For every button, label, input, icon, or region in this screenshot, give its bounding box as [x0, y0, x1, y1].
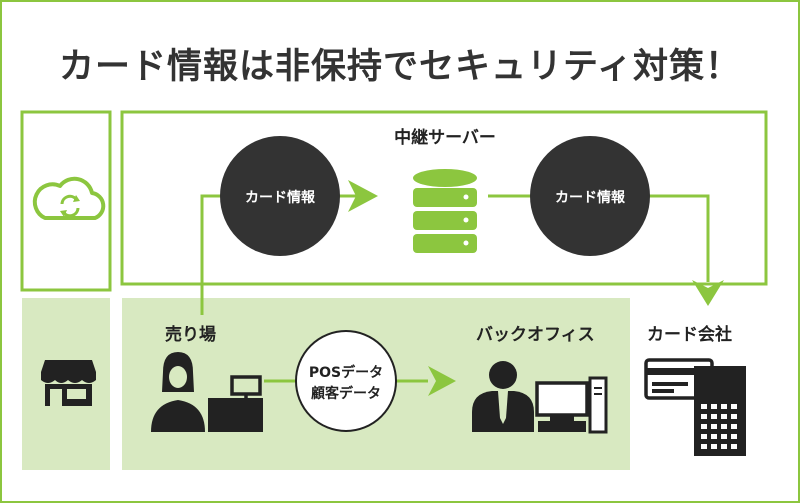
- cloud-sync-icon: [32, 176, 106, 220]
- backoffice-label: バックオフィス: [476, 325, 595, 345]
- arrow-to-server: [348, 180, 378, 212]
- arrow-to-backoffice: [428, 366, 456, 396]
- database-server-icon: [413, 169, 477, 253]
- storefront-icon: [41, 360, 96, 406]
- office-building-icon: [694, 366, 746, 456]
- card-info-circle-left: [220, 136, 340, 256]
- data-circle-line2: 顧客データ: [311, 385, 381, 402]
- data-circle-line1: POSデータ: [309, 364, 383, 381]
- cashier-icon: [151, 352, 263, 432]
- store-label: 売り場: [165, 324, 216, 345]
- card-company-label: カード会社: [647, 324, 732, 345]
- relay-server-label: 中継サーバー: [394, 127, 496, 148]
- arrow-to-card-company: [692, 280, 724, 306]
- card-info-label-left: カード情報: [245, 189, 316, 206]
- office-worker-icon: [472, 361, 608, 434]
- card-info-circle-right: [530, 136, 650, 256]
- data-circle: [295, 330, 397, 432]
- page-title: カード情報は非保持でセキュリティ対策！: [59, 47, 741, 87]
- card-info-label-right: カード情報: [555, 189, 626, 206]
